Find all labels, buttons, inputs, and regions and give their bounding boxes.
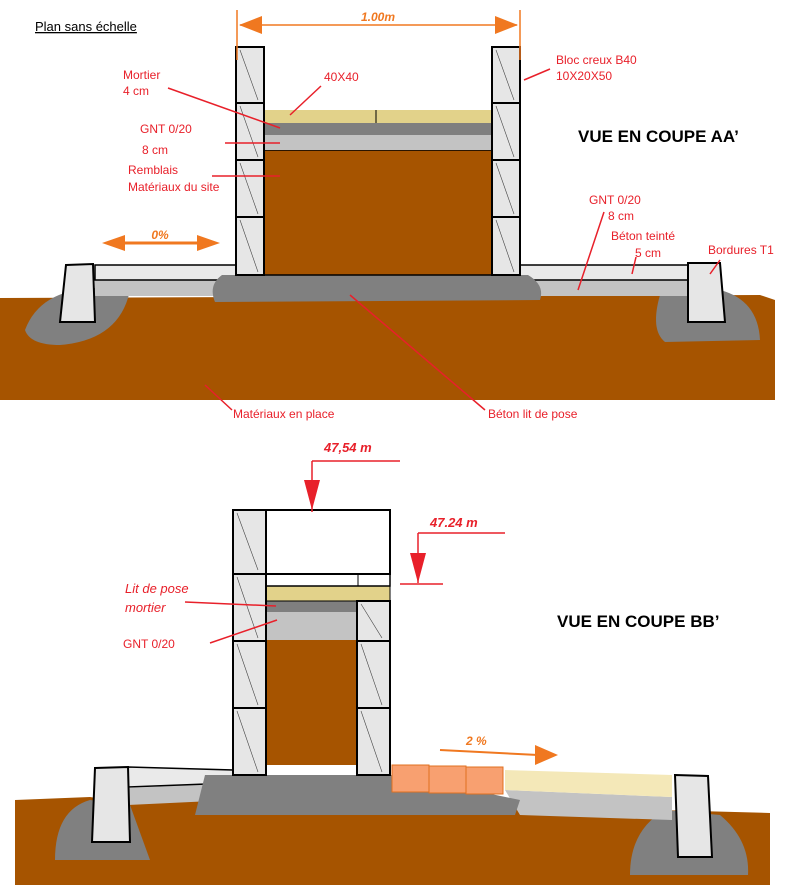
section-aa: 1.00m 0% VUE EN COUPE AA’ Mortier 4 cm 4…	[0, 10, 775, 421]
soil-layer	[0, 295, 775, 400]
wall-right-bb	[356, 600, 391, 776]
slope-label: 0%	[151, 228, 169, 242]
gnt-layer	[264, 135, 492, 150]
tile-layer	[264, 110, 492, 123]
slope-arrow-bb: 2 %	[439, 734, 558, 765]
section-bb: 47,54 m 47.24 m Lit de pose mortier GNT …	[15, 440, 770, 885]
border-t1-right	[687, 262, 727, 323]
label-gnt-right-thickness: 8 cm	[608, 209, 634, 223]
concrete-bed	[212, 275, 542, 302]
label-bordures: Bordures T1	[708, 243, 774, 257]
slope-label-bb: 2 %	[465, 734, 487, 748]
tile-layer-bb	[265, 585, 391, 602]
label-bloc: Bloc creux B40	[556, 53, 637, 67]
label-bloc-size: 10X20X50	[556, 69, 612, 83]
border-t1-right-bb	[673, 773, 714, 858]
label-lit-pose: Lit de pose	[125, 581, 189, 596]
section-title-bb: VUE EN COUPE BB’	[557, 612, 719, 631]
label-gnt: GNT 0/20	[140, 122, 192, 136]
mortar-layer-bb	[266, 600, 357, 612]
label-lit-pose-mortier: mortier	[125, 600, 166, 615]
label-gnt-bb: GNT 0/20	[123, 637, 175, 651]
border-t1-left-bb	[90, 765, 132, 843]
arrow-down-icon	[304, 480, 320, 510]
level-top-label: 47,54 m	[323, 440, 372, 455]
level-top-marker: 47,54 m	[304, 440, 400, 512]
pavers	[391, 764, 504, 795]
chamber-top	[265, 509, 391, 575]
label-beton-thickness: 5 cm	[635, 246, 661, 260]
soil-layer-bb	[15, 795, 770, 885]
tinted-concrete-left	[94, 264, 237, 281]
label-remblais: Remblais	[128, 163, 178, 177]
gnt-path-right-bb	[505, 790, 672, 820]
tinted-concrete-right-bb	[505, 770, 672, 797]
backfill	[263, 149, 493, 276]
tinted-concrete-right	[519, 264, 689, 281]
backfill-bb	[266, 640, 357, 765]
border-t1-left	[58, 262, 97, 323]
level-cover-marker: 47.24 m	[400, 515, 505, 585]
label-materiaux-place: Matériaux en place	[233, 407, 335, 421]
wall-left	[235, 46, 265, 276]
label-mortier-thickness: 4 cm	[123, 84, 149, 98]
wall-right	[491, 46, 521, 276]
arrow-down-icon	[410, 553, 426, 583]
plan-note: Plan sans échelle	[35, 19, 137, 34]
level-cover-label: 47.24 m	[429, 515, 478, 530]
label-gnt-right: GNT 0/20	[589, 193, 641, 207]
slope-arrow-aa: 0%	[102, 228, 220, 251]
label-beton-lit: Béton lit de pose	[488, 407, 578, 421]
gnt-layer-bb	[266, 612, 357, 640]
mortar-layer	[264, 123, 492, 135]
label-mortier: Mortier	[123, 68, 160, 82]
label-beton-teinte: Béton teinté	[611, 229, 675, 243]
label-remblais-detail: Matériaux du site	[128, 180, 220, 194]
gnt-path-left	[95, 280, 235, 296]
label-gnt-thickness: 8 cm	[142, 143, 168, 157]
gnt-path-right	[520, 280, 688, 296]
cover-frame	[265, 573, 391, 587]
section-title-aa: VUE EN COUPE AA’	[578, 127, 739, 146]
dimension-width: 1.00m	[236, 10, 521, 60]
dimension-label: 1.00m	[361, 10, 395, 24]
wall-left-bb	[232, 509, 267, 776]
label-tile: 40X40	[324, 70, 359, 84]
